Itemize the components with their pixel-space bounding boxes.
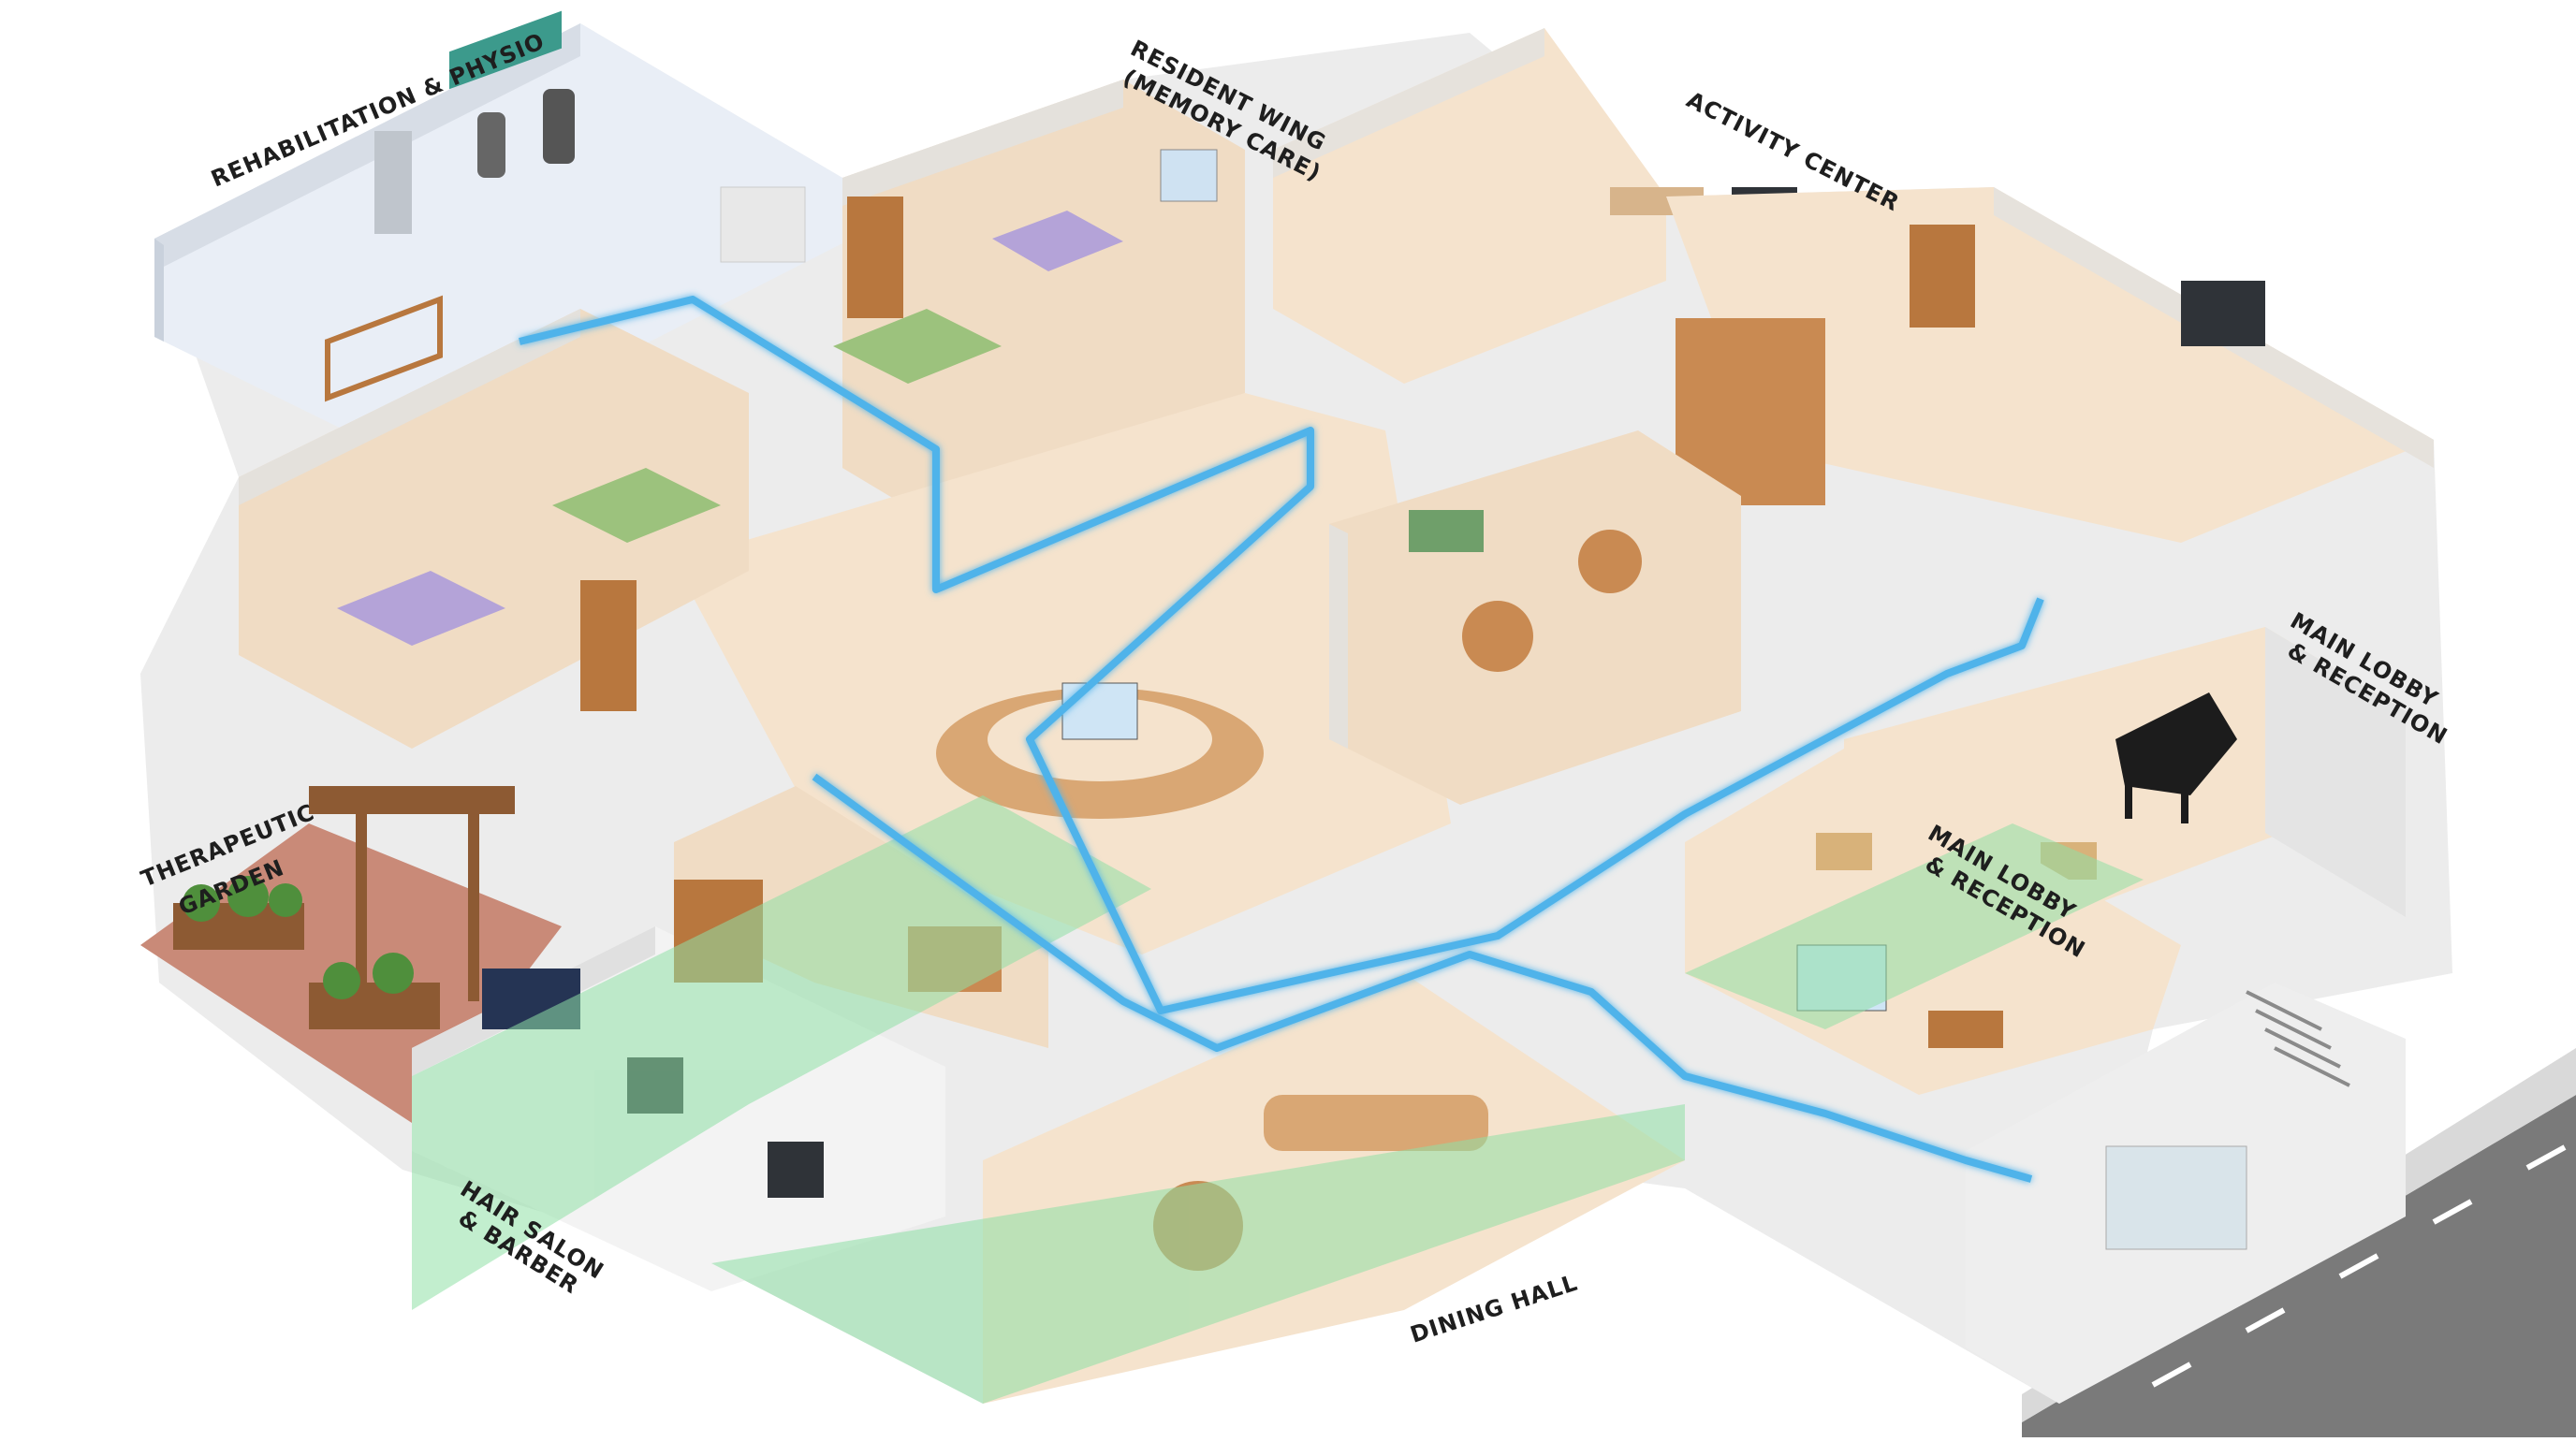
plant-icon <box>183 876 414 999</box>
bed-icon <box>552 468 721 543</box>
room-resident-wing <box>833 80 1245 524</box>
armchair <box>1816 833 1872 870</box>
entrance <box>1966 983 2406 1404</box>
wardrobe <box>580 580 637 711</box>
pergola <box>309 786 515 814</box>
exoskeleton-robot-icon <box>477 89 575 178</box>
reception-desk-icon <box>1264 1095 1488 1151</box>
wayfinding-green-path <box>412 795 2144 1404</box>
gym-machine <box>374 131 412 234</box>
bed-icon <box>337 571 505 646</box>
tv-icon <box>2181 281 2265 346</box>
glass-doors <box>2105 1145 2247 1250</box>
shelf <box>720 186 806 263</box>
treatment-table <box>449 10 562 90</box>
room-resident-left <box>239 309 749 749</box>
dining-table <box>1578 530 1642 593</box>
reception-desk-icon <box>1928 1011 2003 1048</box>
wayfinding-blue-path <box>519 296 2044 1183</box>
bookshelf-icon <box>1910 225 1975 328</box>
piano-icon <box>2115 692 2237 823</box>
room-rehab <box>154 10 842 463</box>
parallel-bars <box>325 295 443 402</box>
salon-chair <box>768 1142 824 1198</box>
room-dining-alcove <box>1329 430 1741 805</box>
wall-display <box>1160 149 1218 202</box>
wardrobe <box>847 197 903 318</box>
bed-icon <box>833 211 1123 384</box>
staircase-icon <box>2246 990 2350 1087</box>
dining-table <box>1462 601 1533 672</box>
room-right-lounge <box>1666 187 2434 543</box>
wall-painting <box>1409 510 1484 552</box>
road-markings <box>2151 1144 2567 1388</box>
